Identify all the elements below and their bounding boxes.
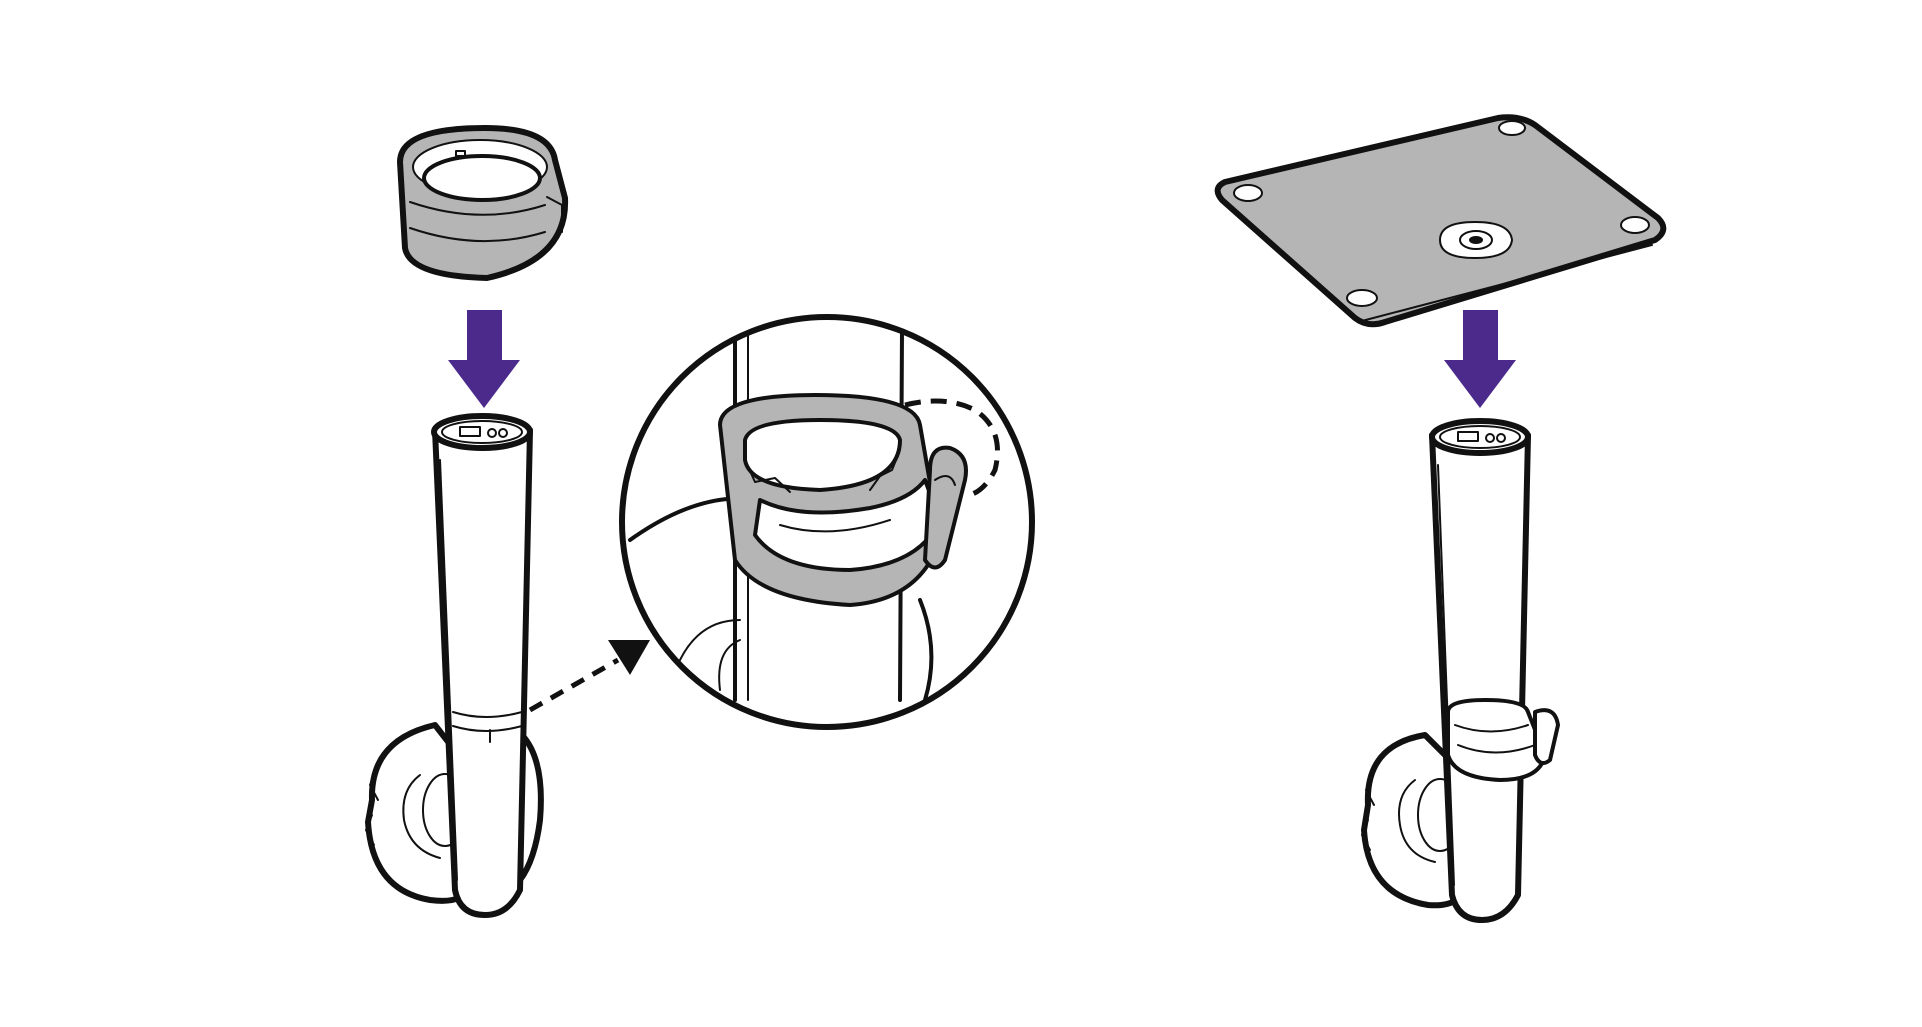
down-arrow-icon: [1444, 310, 1516, 408]
leg-post: [365, 413, 544, 918]
mounting-plate: [1214, 114, 1667, 328]
dashed-arrow-icon: [528, 640, 650, 713]
step-1-group: [365, 125, 650, 918]
magnifier-circle: [619, 314, 1035, 730]
down-arrow-icon: [448, 310, 520, 408]
step-2-group: [1214, 114, 1667, 923]
leg-post-with-collar: [1361, 418, 1560, 923]
collar-ring: [397, 125, 569, 281]
